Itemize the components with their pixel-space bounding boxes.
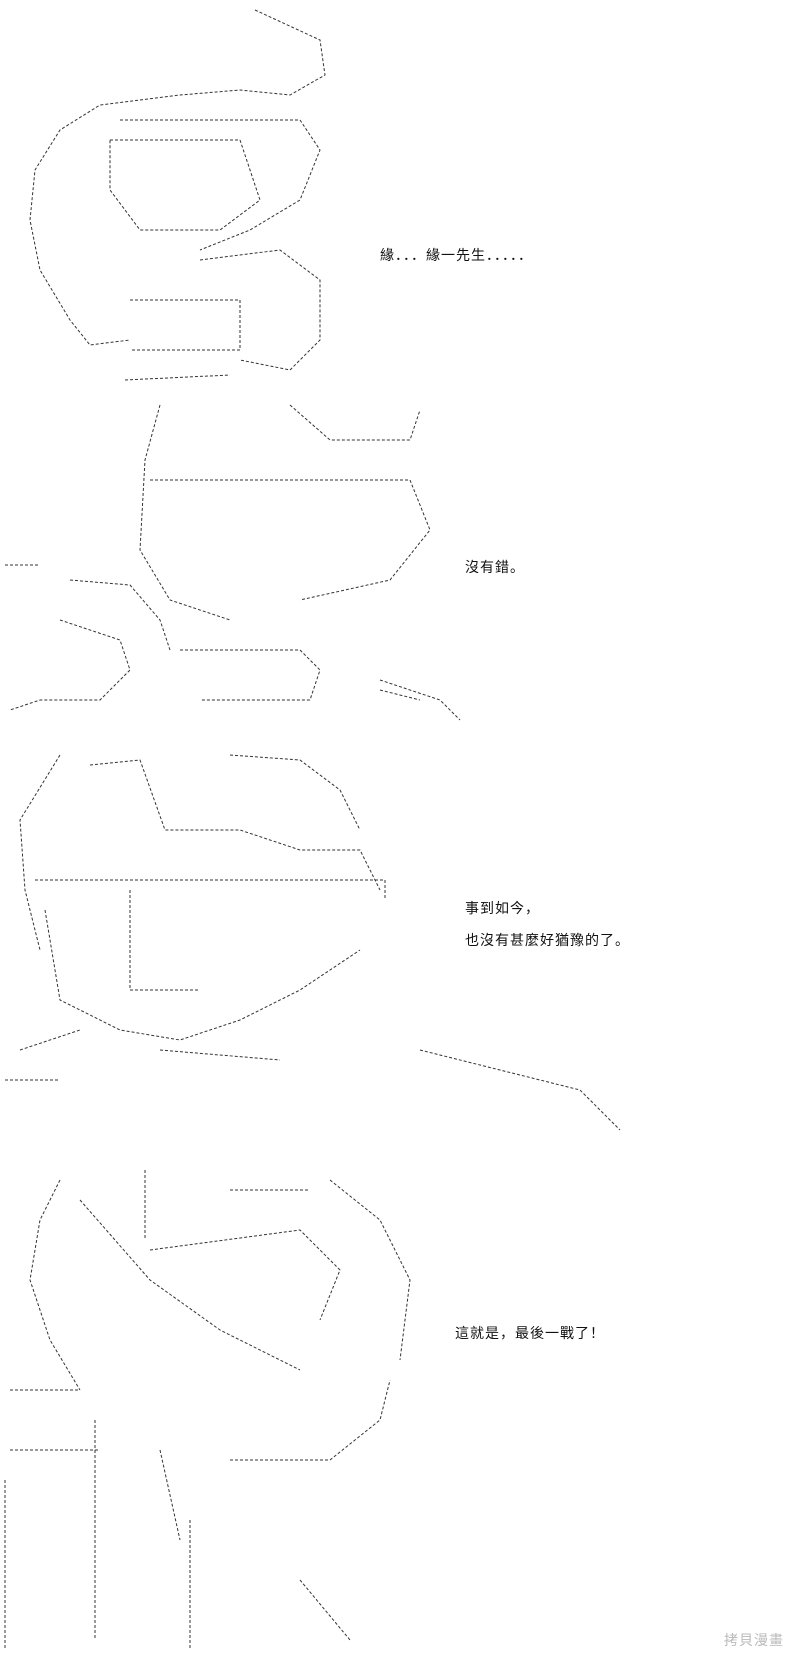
dialogue-text: 緣．．．緣一先生．．．．．	[380, 248, 533, 264]
panel-3: 事到如今， 也沒有甚麼好猶豫的了。	[0, 750, 800, 1150]
panel-1: 緣．．．緣一先生．．．．．	[0, 0, 800, 400]
watermark: 拷貝漫畫	[724, 1633, 784, 1649]
ascii-art-figure-2	[5, 404, 461, 721]
ascii-art-figure-3	[5, 754, 621, 1131]
panel-2: 沒有錯。	[0, 400, 800, 730]
ascii-art-figure-1	[29, 9, 326, 381]
dialogue-text: 事到如今，	[465, 901, 540, 917]
ascii-art-figure-4	[4, 1170, 411, 1650]
dialogue-text: 也沒有甚麼好猶豫的了。	[465, 933, 630, 949]
dialogue-text: 這就是，最後一戰了！	[455, 1326, 605, 1342]
panel-4: 這就是，最後一戰了！	[0, 1160, 800, 1656]
dialogue-text: 沒有錯。	[465, 560, 525, 576]
